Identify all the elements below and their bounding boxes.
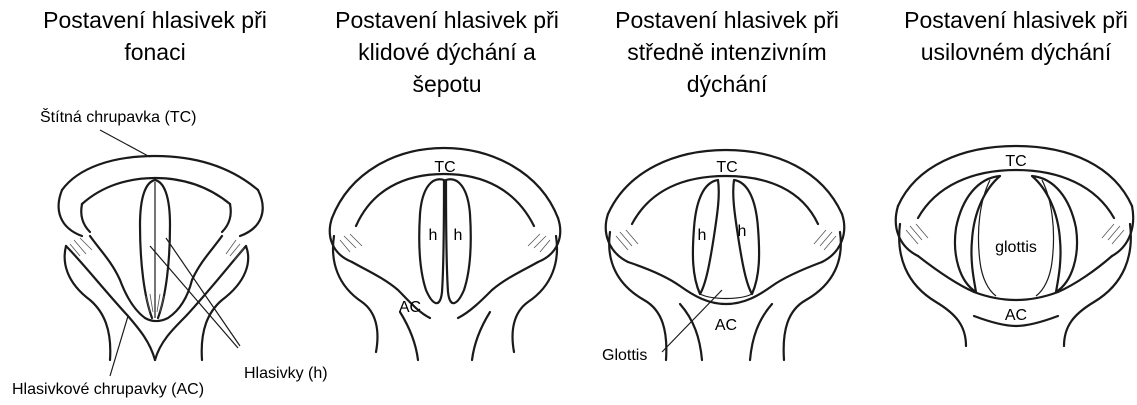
thyroid-cartilage-label: Štítná chrupavka (TC): [40, 107, 197, 126]
panel-2-ac-label: AC: [399, 299, 421, 316]
panel-3-title-line2: středně intenzivním: [627, 39, 826, 65]
panel-2-tc-label: TC: [434, 159, 455, 176]
panel-3-h-right-label: h: [738, 223, 747, 240]
panel-3-title-line3: dýchání: [687, 71, 768, 97]
panel-3-h-left-label: h: [698, 227, 707, 244]
panel-2-title-line1: Postavení hlasivek při: [335, 7, 559, 33]
panel-3-glottis-label: Glottis: [602, 347, 647, 364]
panel-1-thyroid-cartilage: [62, 156, 258, 190]
panel-1-larynx: [59, 130, 263, 376]
panel-4-vocal-fold-left: [955, 176, 1000, 292]
panel-2-title-line3: šepotu: [412, 71, 481, 97]
panel-1-title-line2: fonaci: [124, 39, 185, 65]
panel-3-title-line1: Postavení hlasivek při: [615, 7, 839, 33]
vocal-folds-label: Hlasivky (h): [244, 365, 328, 382]
panel-1-thyroid-inner: [82, 178, 230, 204]
panel-2-title-line2: klidové dýchání a: [358, 39, 536, 65]
panel-4-tc-label: TC: [1005, 153, 1026, 170]
panel-4-title-line1: Postavení hlasivek při: [904, 7, 1128, 33]
panel-1-title-line1: Postavení hlasivek při: [43, 7, 267, 33]
panel-1-title: Postavení hlasivek při fonaci: [43, 7, 267, 65]
panel-4-glottis-label: glottis: [995, 239, 1037, 256]
panel-2-h-right-label: h: [454, 227, 463, 244]
panel-4-ac-label: AC: [1005, 307, 1027, 324]
arytenoid-cartilage-label: Hlasivkové chrupavky (AC): [12, 381, 204, 398]
panel-3-ac-label: AC: [715, 317, 737, 334]
panel-4-title-line2: usilovném dýchání: [921, 39, 1112, 65]
panel-2-larynx: [330, 148, 560, 360]
panel-4-vocal-fold-right: [1032, 176, 1077, 292]
panel-4-title: Postavení hlasivek při usilovném dýchání: [904, 7, 1128, 65]
panel-3-title: Postavení hlasivek při středně intenzivn…: [615, 7, 839, 97]
panel-1-vocal-fold-right: [155, 180, 170, 318]
panel-2-h-left-label: h: [429, 227, 438, 244]
panel-2-title: Postavení hlasivek při klidové dýchání a…: [335, 7, 559, 97]
panel-3-tc-label: TC: [716, 159, 737, 176]
